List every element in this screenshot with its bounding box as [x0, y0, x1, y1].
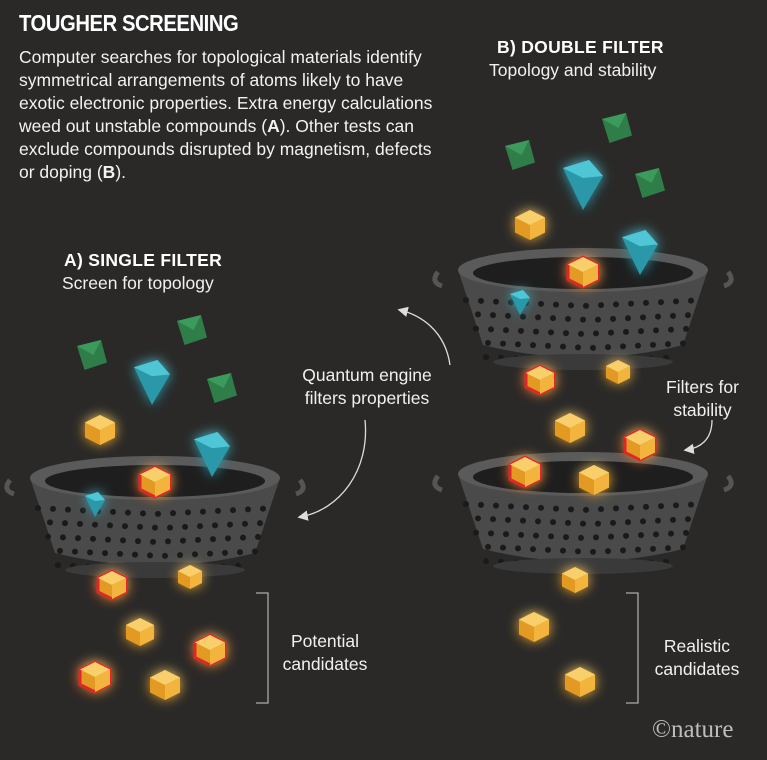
green-compound-cube [207, 373, 237, 403]
arrow-to-double-filter [397, 306, 451, 366]
topological-crystal [85, 492, 105, 517]
compound-cube [579, 465, 609, 495]
marker-b: B [102, 162, 116, 182]
bracket-potential [256, 592, 269, 704]
unstable-compound-cube [566, 255, 600, 289]
stability-label-line: Filters for [666, 377, 739, 397]
double-filter-colander-bottom [432, 452, 734, 574]
realistic-candidates-label: Realistic candidates [642, 635, 752, 681]
unstable-compound-cube [138, 465, 172, 499]
nature-credit: ©nature [652, 716, 734, 743]
bracket-realistic [626, 592, 639, 704]
arrow-to-single-filter [297, 419, 367, 521]
compound-cube [519, 612, 549, 642]
green-compound-cube [77, 340, 107, 370]
stability-label: Filters for stability [645, 376, 760, 422]
compound-cube [515, 210, 545, 240]
intro-text: ). Other tests can exclude compounds dis… [19, 116, 432, 182]
green-compound-cube [602, 113, 632, 143]
topological-crystal [194, 432, 230, 477]
green-compound-cube [177, 315, 207, 345]
compound-cube [178, 565, 202, 589]
unstable-compound-cube [623, 428, 657, 462]
single-filter-heading: A) SINGLE FILTER [64, 250, 223, 270]
topological-crystal [510, 290, 530, 315]
label-line: Realistic [663, 636, 731, 656]
potential-candidates-label: Potential candidates [270, 630, 380, 676]
compound-cube [606, 360, 630, 384]
stability-label-line: stability [673, 400, 732, 420]
compound-cube [85, 415, 115, 445]
marker-a: A [267, 116, 280, 136]
double-filter-subheading: Topology and stability [489, 60, 657, 80]
engine-label: Quantum engine filters properties [282, 364, 452, 410]
label-line: candidates [654, 659, 740, 679]
unstable-compound-cube [524, 364, 556, 396]
topological-crystal [563, 160, 603, 210]
label-line: candidates [282, 654, 368, 674]
green-compound-cube [635, 168, 665, 198]
intro-paragraph: Computer searches for topological materi… [19, 46, 439, 184]
topological-crystal [622, 230, 658, 275]
page-title: TOUGHER SCREENING [19, 10, 239, 36]
intro-text: Computer searches for topological materi… [19, 47, 433, 136]
compound-cube [150, 670, 180, 700]
single-filter-subheading: Screen for topology [62, 273, 214, 293]
intro-text: ). [115, 162, 127, 182]
engine-label-line: filters properties [304, 388, 430, 408]
engine-label-line: Quantum engine [302, 365, 432, 385]
compound-cube [555, 413, 585, 443]
topological-crystal [134, 360, 170, 405]
green-compound-cube [505, 140, 535, 170]
unstable-compound-cube [96, 569, 128, 601]
compound-cube [565, 667, 595, 697]
label-line: Potential [290, 631, 360, 651]
unstable-compound-cube [193, 633, 227, 667]
unstable-compound-cube [508, 455, 542, 489]
unstable-compound-cube [78, 660, 112, 694]
compound-cube [562, 567, 588, 593]
arrow-to-second-filter [683, 419, 713, 455]
double-filter-heading: B) DOUBLE FILTER [497, 37, 664, 57]
compound-cube [126, 618, 154, 646]
